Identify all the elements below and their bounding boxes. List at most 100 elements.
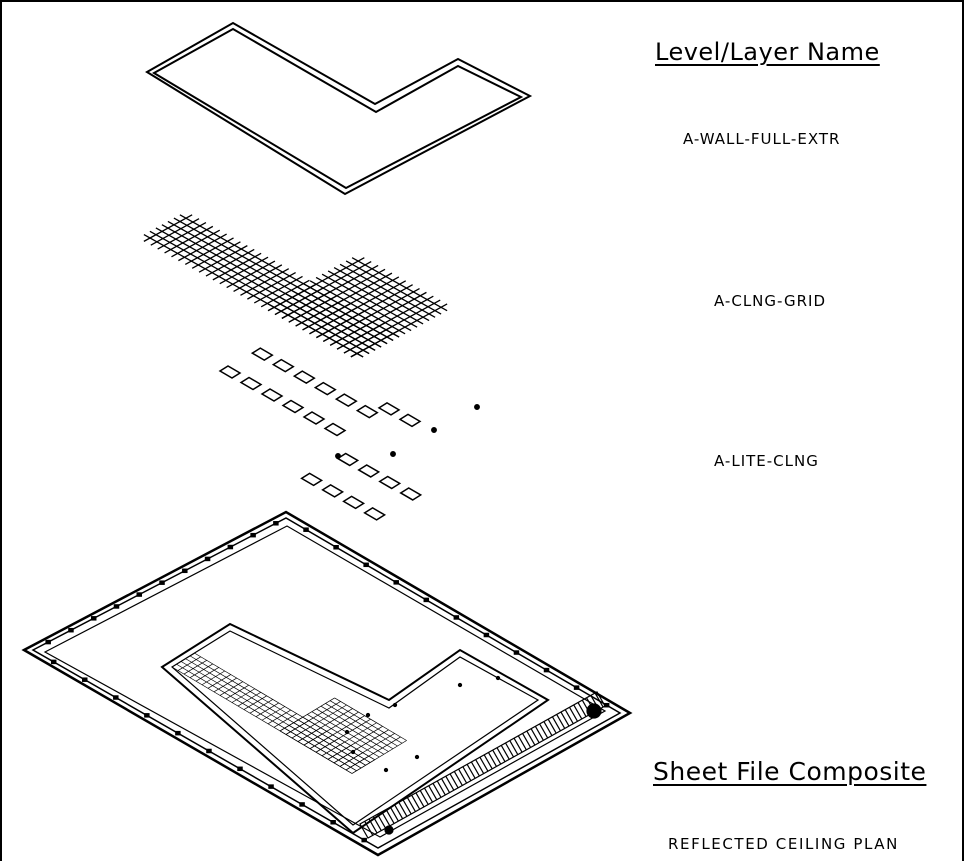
- light-fixture: [357, 464, 381, 478]
- border-tick: [136, 592, 143, 597]
- title-block-rule: [385, 809, 395, 824]
- composite-grid-line: [171, 652, 195, 668]
- title-block-rule: [517, 735, 527, 751]
- composite-grid-line: [293, 722, 366, 766]
- composite-grid-line: [255, 702, 279, 717]
- composite-grid-line: [288, 725, 362, 769]
- title-block-rule: [368, 818, 378, 834]
- light-fixture: [260, 388, 284, 402]
- composite-grid-line: [267, 709, 291, 725]
- composite-fixture-dot: [365, 712, 371, 718]
- border-tick: [303, 527, 309, 532]
- title-block-rule: [423, 787, 433, 803]
- title-block-rule: [428, 785, 438, 801]
- composite-grid-line: [225, 684, 249, 700]
- title-block-rule: [364, 821, 374, 836]
- grid-line: [273, 300, 370, 355]
- title-block-rule: [522, 733, 532, 748]
- title-block-mark: [384, 825, 394, 835]
- light-fixture: [399, 487, 423, 501]
- composite-grid-line: [213, 677, 237, 693]
- border-tick: [483, 632, 490, 638]
- title-block-rule: [534, 726, 544, 741]
- border-tick: [113, 604, 120, 609]
- border-tick: [453, 615, 460, 620]
- light-fixture: [281, 399, 305, 414]
- border-tick: [204, 556, 211, 562]
- border-tick: [175, 730, 181, 736]
- composite-grid-line: [334, 697, 407, 741]
- composite-grid-line: [279, 730, 353, 774]
- border-tick: [237, 766, 243, 772]
- title-block-rule: [539, 723, 549, 739]
- title-block-rule: [526, 730, 536, 746]
- border-tick: [250, 532, 256, 538]
- title-block-rule: [577, 702, 587, 717]
- composite-grid-line: [320, 705, 394, 750]
- title-block-rule: [568, 707, 579, 722]
- border-tick: [90, 616, 97, 621]
- border-tick: [182, 568, 188, 574]
- border-tick: [363, 562, 369, 568]
- light-fixture: [398, 413, 422, 428]
- light-fixture: [377, 402, 401, 416]
- grid-line: [315, 276, 412, 332]
- composite-grid-line: [302, 716, 375, 761]
- title-block-rule: [509, 740, 519, 755]
- composite-grid-line: [325, 703, 398, 747]
- border-tick: [543, 667, 550, 673]
- title-block-rule: [411, 794, 421, 810]
- border-tick: [68, 627, 74, 633]
- composite-fixture-dot: [495, 675, 501, 681]
- title-block-rule: [462, 766, 472, 782]
- border-tick: [113, 695, 119, 700]
- border-tick: [82, 677, 88, 682]
- light-fixture: [334, 393, 358, 408]
- grid-line: [297, 286, 394, 341]
- border-tick: [206, 748, 212, 754]
- composite-grid-line: [316, 708, 389, 752]
- grid-line: [351, 257, 448, 312]
- light-fixture: [271, 358, 295, 373]
- border-tick: [423, 597, 430, 603]
- border-tick: [393, 580, 399, 585]
- title-block-rule: [496, 747, 506, 763]
- sheet-title: REFLECTED CEILING PLAN: [668, 835, 899, 853]
- title-block-rule: [504, 742, 515, 758]
- composite-fixture-dot: [392, 702, 398, 708]
- title-block-rule: [372, 816, 382, 831]
- title-block-rule: [419, 790, 429, 805]
- composite-grid-line: [243, 695, 267, 710]
- fixture-dot: [390, 451, 396, 457]
- composite-header: Sheet File Composite: [653, 757, 927, 786]
- grid-line: [291, 290, 388, 345]
- grid-line: [285, 293, 382, 348]
- border-tick: [227, 544, 234, 550]
- light-fixture: [302, 411, 326, 425]
- layer-label-wall: A-WALL-FULL-EXTR: [683, 130, 841, 148]
- border-tick: [50, 659, 57, 665]
- composite-fixture-dot: [383, 767, 389, 773]
- composite-grid-line: [219, 681, 243, 696]
- title-block-rule: [551, 716, 561, 732]
- lighting-layer: [218, 347, 480, 521]
- grid-line: [327, 270, 424, 325]
- title-block-rule: [479, 756, 489, 772]
- title-block-rule: [381, 811, 391, 827]
- composite-grid-line: [207, 674, 231, 689]
- border-tick: [361, 837, 367, 843]
- wall-layer-outline: [145, 21, 533, 196]
- title-block-rule: [483, 754, 493, 770]
- title-block-rule: [445, 775, 455, 791]
- composite-fixture-dot: [457, 682, 463, 688]
- composite-grid-line: [183, 660, 207, 675]
- grid-line: [303, 283, 400, 338]
- border-tick: [513, 650, 520, 655]
- light-fixture: [363, 507, 387, 521]
- composite-grid-line: [201, 670, 225, 686]
- light-fixture: [323, 422, 347, 437]
- composite-grid-line: [177, 656, 201, 671]
- light-fixture: [250, 347, 274, 362]
